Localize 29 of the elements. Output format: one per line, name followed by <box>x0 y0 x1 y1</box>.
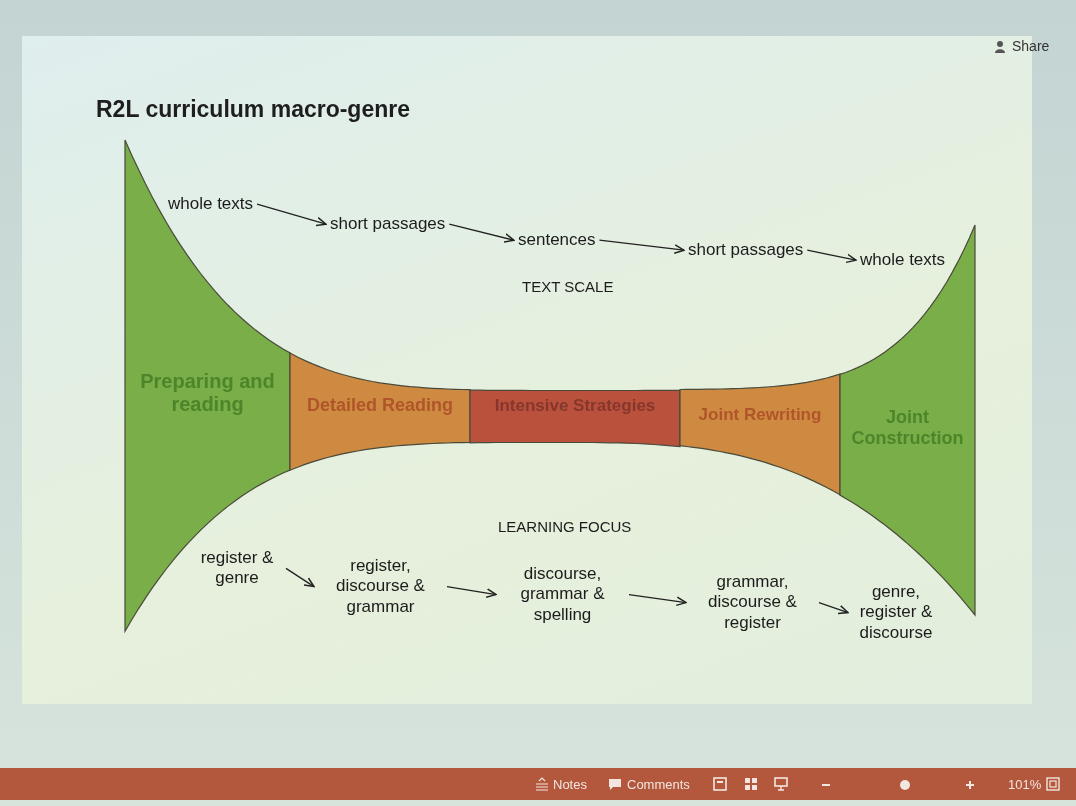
arrow <box>446 585 497 598</box>
label-text: Notes <box>553 777 587 792</box>
focus-text: register & genre <box>192 548 282 589</box>
focus-text: sentences <box>518 230 596 251</box>
slide-title: R2L curriculum macro-genre <box>96 96 410 123</box>
label-text: TEXT SCALE <box>522 278 614 295</box>
label-text: 101% <box>1008 777 1042 792</box>
focus-text: genre, register & discourse <box>852 582 940 644</box>
arrow <box>256 203 327 227</box>
focus-text: short passages <box>688 240 804 261</box>
focus-text: short passages <box>330 214 446 235</box>
arrow <box>818 601 849 615</box>
arrow <box>628 593 687 607</box>
stage-band <box>290 352 470 471</box>
focus-text: discourse, grammar & spelling <box>500 564 625 626</box>
label-text: Share <box>1012 38 1050 54</box>
arrow <box>285 567 315 588</box>
stage-band <box>470 389 680 447</box>
focus-text: whole texts <box>168 194 254 215</box>
label-text: Comments <box>627 777 690 792</box>
arrow <box>806 249 857 264</box>
focus-text: grammar, discourse & register <box>690 572 815 634</box>
focus-text: whole texts <box>860 250 946 271</box>
arrow <box>598 239 685 254</box>
focus-text: register, discourse & grammar <box>318 556 443 618</box>
label-text: LEARNING FOCUS <box>498 518 632 535</box>
arrow <box>448 223 515 243</box>
stage-band <box>680 374 840 496</box>
stage-band <box>125 140 290 632</box>
